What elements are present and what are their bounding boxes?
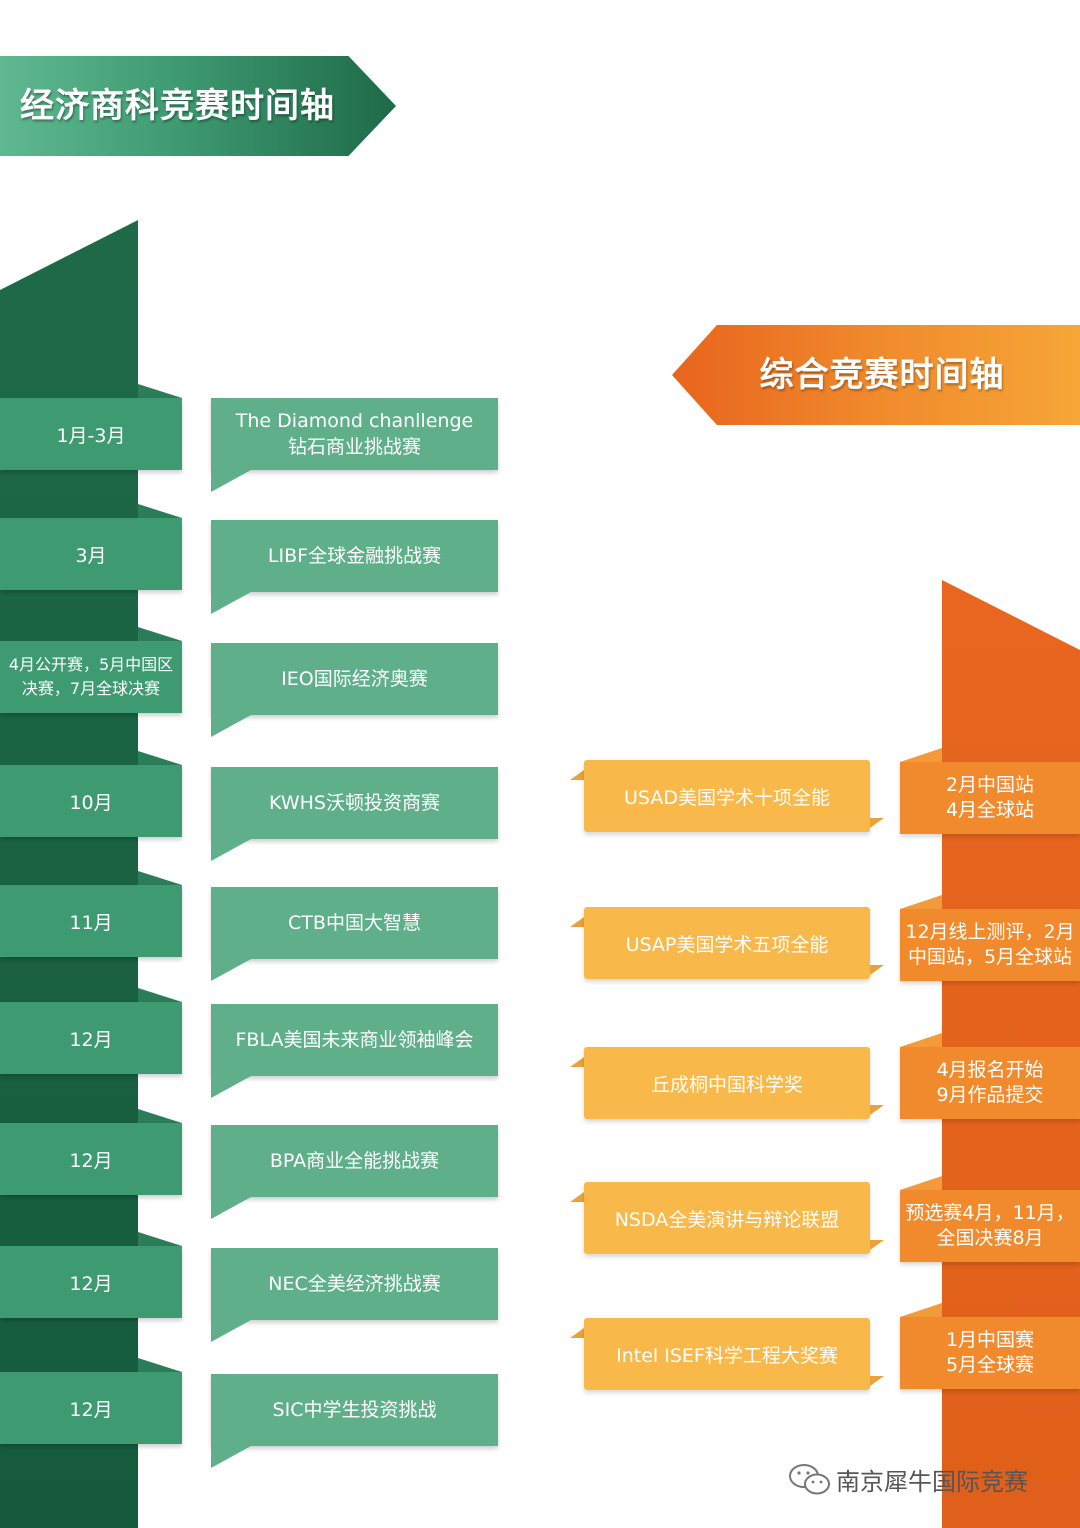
- econ-date-6: 12月: [0, 1002, 182, 1074]
- econ-date-2: 3月: [0, 518, 182, 590]
- general-date-5: 1月中国赛 5月全球赛: [900, 1317, 1080, 1389]
- econ-item-6: FBLA美国未来商业领袖峰会: [211, 1004, 498, 1076]
- speech-tail: [211, 470, 251, 492]
- speech-tail: [211, 1446, 251, 1468]
- econ-item-3: IEO国际经济奥赛: [211, 643, 498, 715]
- ribbon-tab: [570, 1328, 584, 1338]
- ribbon-tab: [870, 818, 884, 828]
- date-tab-fold: [900, 1303, 942, 1317]
- econ-date-1: 1月-3月: [0, 398, 182, 470]
- date-tab-fold: [138, 1358, 182, 1372]
- general-item-4: NSDA全美演讲与辩论联盟: [584, 1182, 870, 1254]
- economics-timeline-banner: [0, 56, 396, 156]
- economics-timeline-title: 经济商科竞赛时间轴: [20, 86, 335, 126]
- speech-tail: [211, 715, 251, 737]
- ribbon-tab: [870, 1105, 884, 1115]
- date-tab-fold: [900, 895, 942, 909]
- speech-tail: [211, 1076, 251, 1098]
- date-tab-fold: [900, 1176, 942, 1190]
- ribbon-tab: [870, 965, 884, 975]
- date-tab-fold: [138, 384, 182, 398]
- general-timeline-title: 综合竞赛时间轴: [759, 355, 1005, 395]
- speech-tail: [211, 1197, 251, 1219]
- econ-date-3: 4月公开赛，5月中国区 决赛，7月全球决赛: [0, 641, 182, 713]
- general-date-3: 4月报名开始 9月作品提交: [900, 1047, 1080, 1119]
- econ-item-2: LIBF全球金融挑战赛: [211, 520, 498, 592]
- econ-item-9: SIC中学生投资挑战: [211, 1374, 498, 1446]
- econ-date-7: 12月: [0, 1123, 182, 1195]
- econ-date-5: 11月: [0, 885, 182, 957]
- econ-item-7: BPA商业全能挑战赛: [211, 1125, 498, 1197]
- ribbon-tab: [870, 1376, 884, 1386]
- econ-item-1: The Diamond chanllenge 钻石商业挑战赛: [211, 398, 498, 470]
- econ-item-1-text: The Diamond chanllenge 钻石商业挑战赛: [235, 410, 474, 458]
- date-tab-fold: [138, 1109, 182, 1123]
- econ-item-8: NEC全美经济挑战赛: [211, 1248, 498, 1320]
- general-item-5: Intel ISEF科学工程大奖赛: [584, 1318, 870, 1390]
- econ-item-4: KWHS沃顿投资商赛: [211, 767, 498, 839]
- date-tab-fold: [138, 871, 182, 885]
- general-item-1: USAD美国学术十项全能: [584, 760, 870, 832]
- speech-tail: [211, 959, 251, 981]
- econ-date-9: 12月: [0, 1372, 182, 1444]
- econ-item-5: CTB中国大智慧: [211, 887, 498, 959]
- watermark-text: 南京犀牛国际竞赛: [836, 1468, 1028, 1496]
- date-tab-fold: [138, 751, 182, 765]
- econ-date-4: 10月: [0, 765, 182, 837]
- date-tab-fold: [138, 1232, 182, 1246]
- ribbon-tab: [570, 770, 584, 780]
- general-date-2: 12月线上测评，2月 中国站，5月全球站: [900, 909, 1080, 981]
- general-timeline-banner: [672, 325, 1080, 425]
- ribbon-tab: [570, 1057, 584, 1067]
- ribbon-tab: [570, 917, 584, 927]
- general-item-2: USAP美国学术五项全能: [584, 907, 870, 979]
- speech-tail: [211, 1320, 251, 1342]
- wechat-icon: [789, 1464, 830, 1495]
- speech-tail: [211, 592, 251, 614]
- date-tab-fold: [138, 988, 182, 1002]
- general-item-3: 丘成桐中国科学奖: [584, 1047, 870, 1119]
- ribbon-tab: [870, 1240, 884, 1250]
- general-date-1: 2月中国站 4月全球站: [900, 762, 1080, 834]
- date-tab-fold: [138, 504, 182, 518]
- date-tab-fold: [138, 627, 182, 641]
- econ-date-8: 12月: [0, 1246, 182, 1318]
- general-date-4: 预选赛4月，11月， 全国决赛8月: [900, 1190, 1080, 1262]
- date-tab-fold: [900, 1033, 942, 1047]
- ribbon-tab: [570, 1192, 584, 1202]
- speech-tail: [211, 839, 251, 861]
- date-tab-fold: [900, 748, 942, 762]
